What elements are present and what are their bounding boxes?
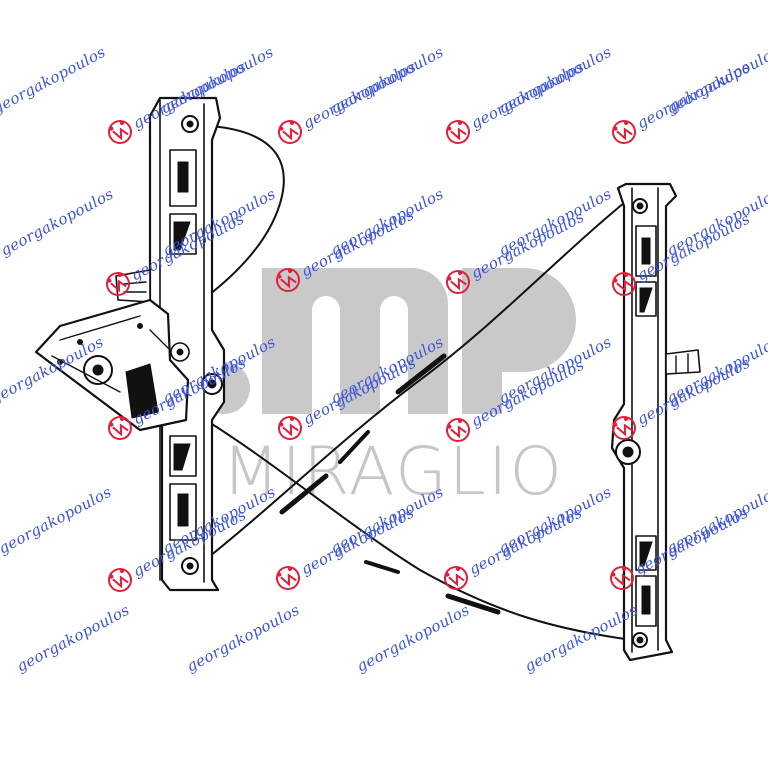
watermark-line: georgakopoulos	[495, 185, 614, 260]
watermark-line: georgakopoulos	[495, 43, 614, 118]
watermark-line: georgakopoulos	[13, 601, 132, 676]
watermark-line: georgakopoulos	[0, 185, 117, 260]
miraglio-logo: MIRAGLIO	[198, 268, 576, 510]
right-rail	[610, 182, 701, 662]
watermark-line: georgakopoulos	[663, 483, 768, 558]
watermark-line: georgakopoulos	[663, 43, 768, 118]
regulator-cables	[159, 125, 633, 641]
watermark-line: georgakopoulos	[0, 43, 109, 118]
watermark-line: georgakopoulos	[327, 185, 446, 260]
left-rail	[115, 96, 226, 592]
motor-plate	[34, 298, 190, 432]
watermark-line: georgakopoulos	[183, 601, 302, 676]
watermark-line: georgakopoulos	[663, 185, 768, 260]
watermark-line: georgakopoulos	[0, 483, 115, 558]
watermark-line: georgakopoulos	[327, 43, 446, 118]
watermark-line: georgakopoulos	[353, 601, 472, 676]
